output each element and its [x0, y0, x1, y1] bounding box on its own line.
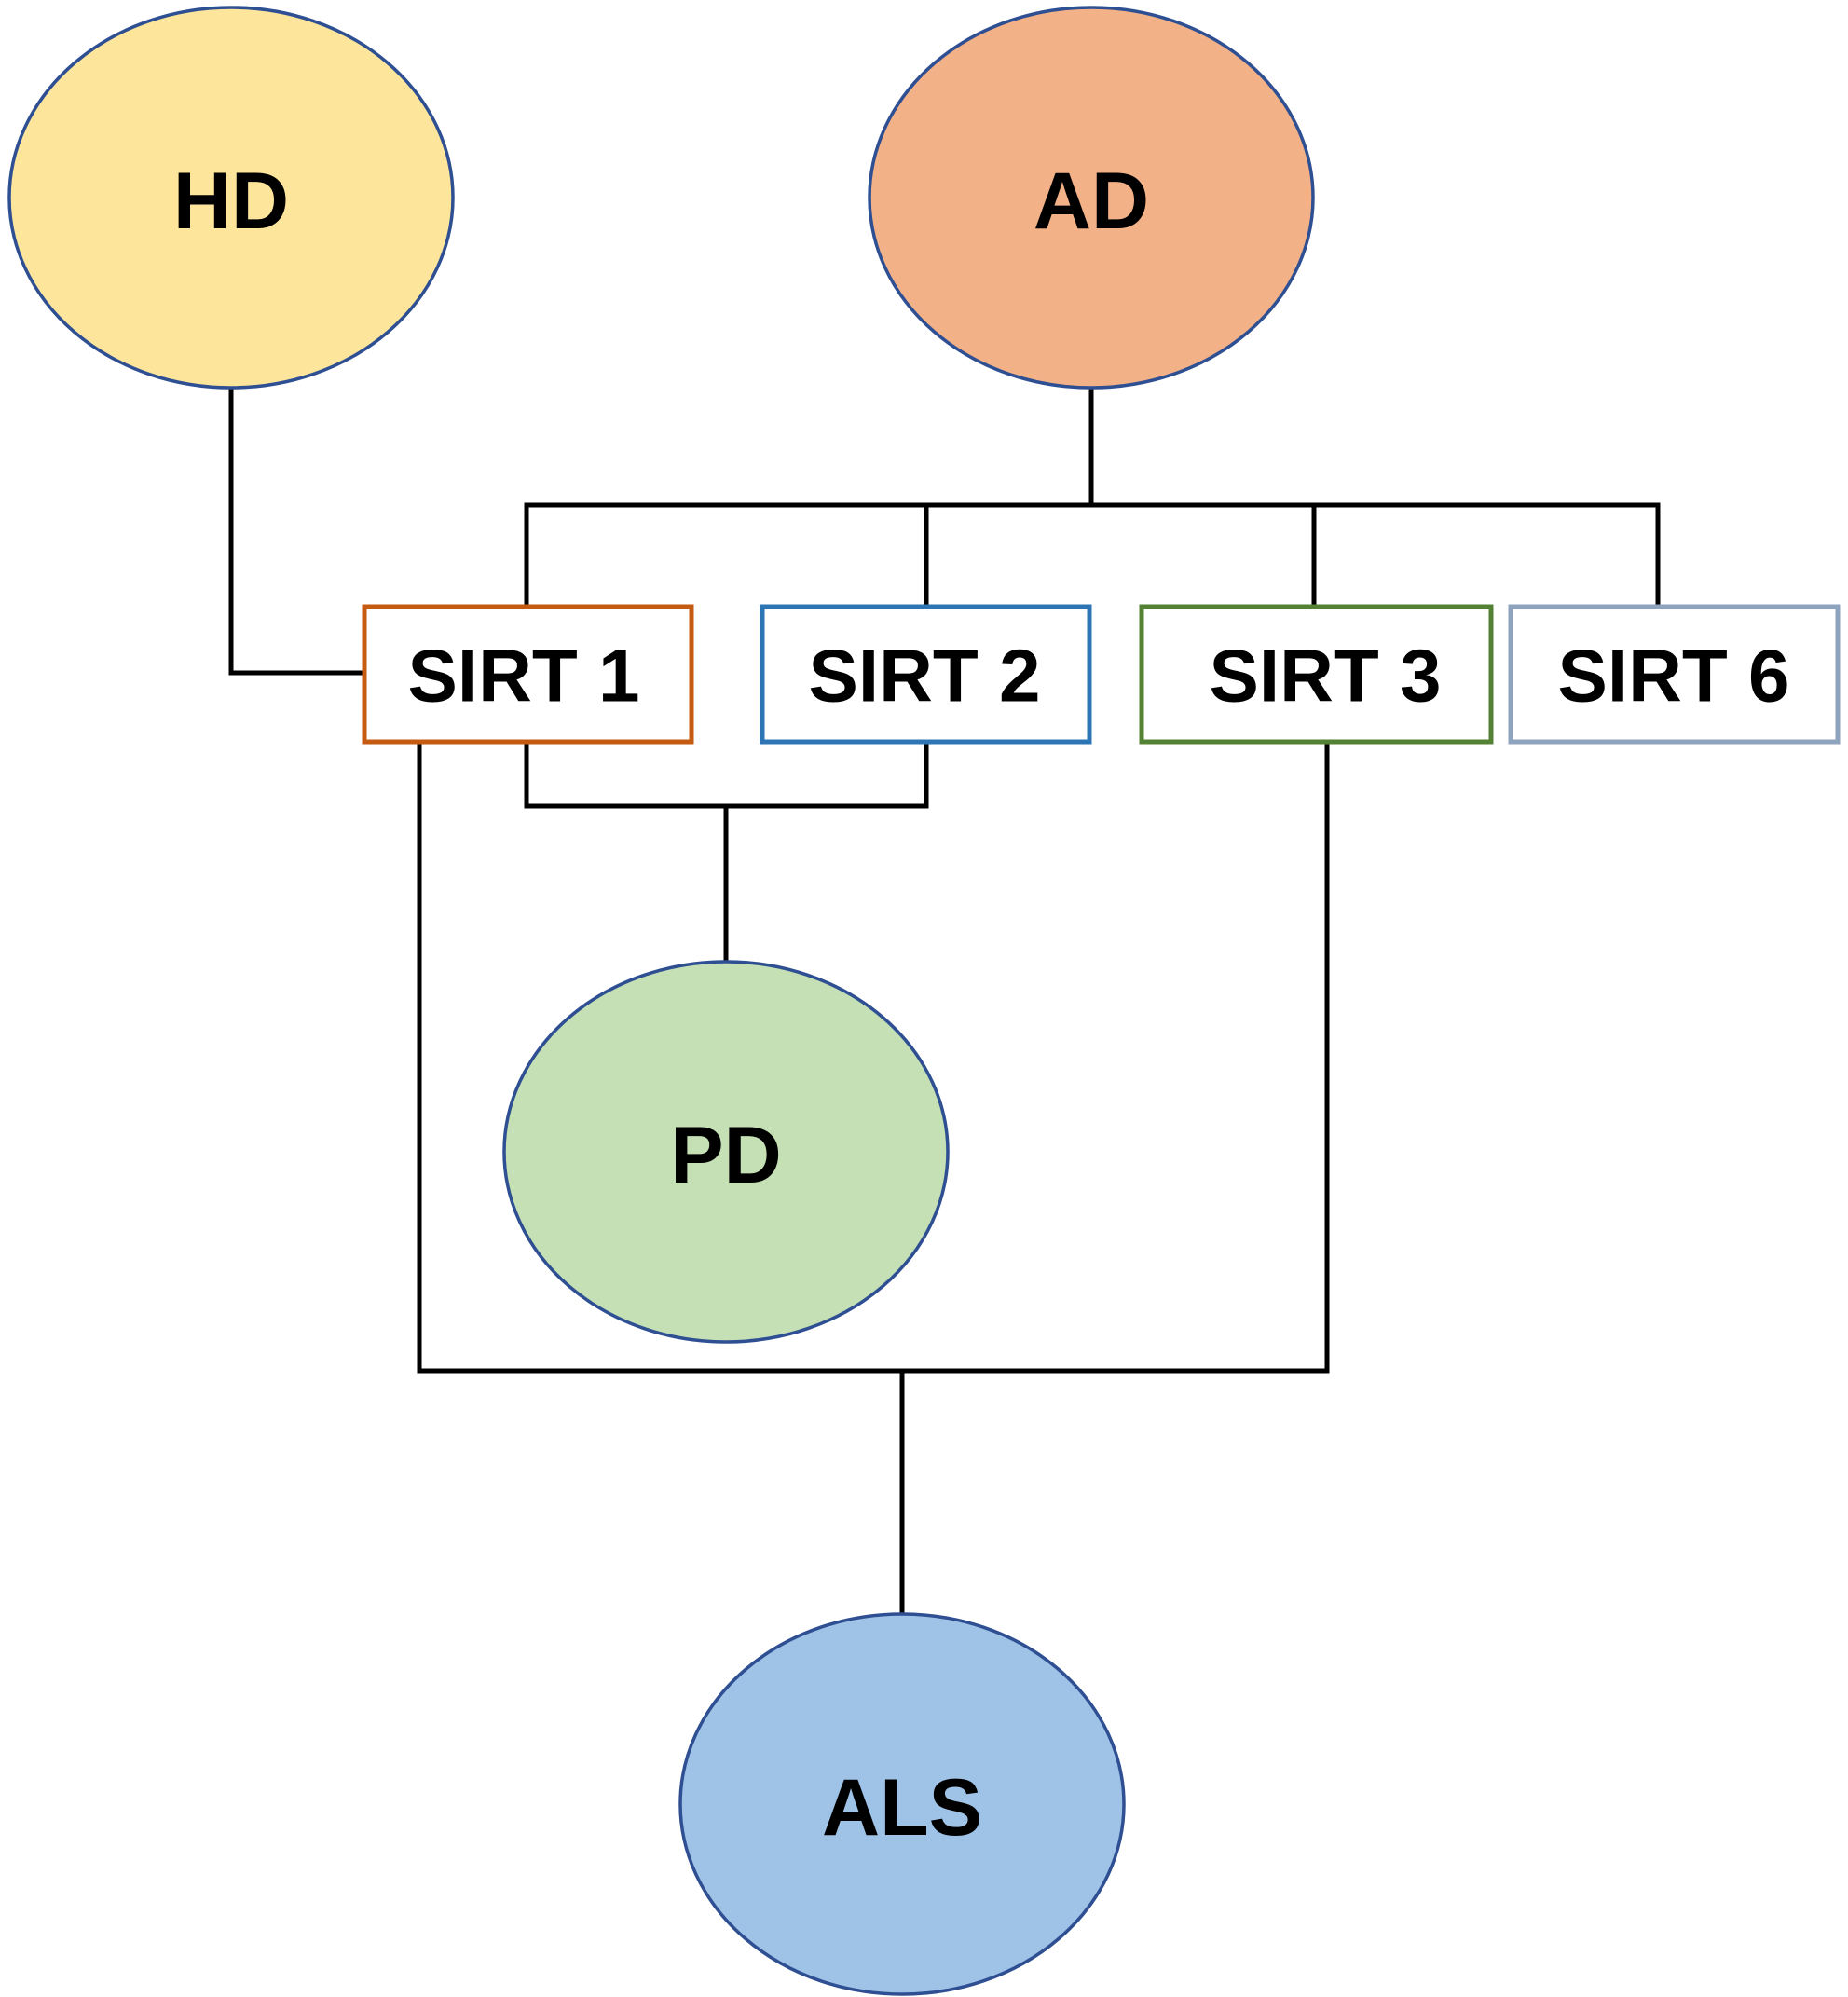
ad-label: AD: [1034, 157, 1149, 246]
sirt6-label: SIRT 6: [1558, 635, 1790, 718]
disease-node-als: ALS: [678, 1612, 1126, 1996]
ad-ellipse: [868, 6, 1315, 390]
sirt1-box: [362, 604, 694, 745]
hd-label: HD: [173, 157, 289, 246]
hd-ellipse: [7, 6, 455, 390]
sirtuin-node-sirt1: SIRT 1: [362, 604, 694, 745]
sirt3-box: [1139, 604, 1494, 745]
sirtuin-node-sirt3: SIRT 3: [1139, 604, 1494, 745]
disease-node-hd: HD: [7, 6, 455, 390]
als-ellipse: [678, 1612, 1126, 1996]
sirtuin-node-sirt6: SIRT 6: [1508, 604, 1841, 745]
pd-label: PD: [670, 1111, 781, 1200]
sirt1-label: SIRT 1: [408, 635, 640, 718]
als-label: ALS: [822, 1763, 982, 1853]
pd-ellipse: [502, 960, 950, 1344]
sirt6-box: [1508, 604, 1841, 745]
disease-node-ad: AD: [868, 6, 1315, 390]
sirt3-label: SIRT 3: [1210, 635, 1442, 718]
sirtuin-node-sirt2: SIRT 2: [760, 604, 1092, 745]
sirt2-label: SIRT 2: [809, 635, 1041, 718]
connector-pd-bus: [524, 739, 929, 809]
connector-als-bus: [417, 739, 1330, 1374]
sirt2-box: [760, 604, 1092, 745]
disease-node-pd: PD: [502, 960, 950, 1344]
connectors: [228, 387, 1661, 1616]
connector-hd-sirt1: [228, 387, 367, 676]
